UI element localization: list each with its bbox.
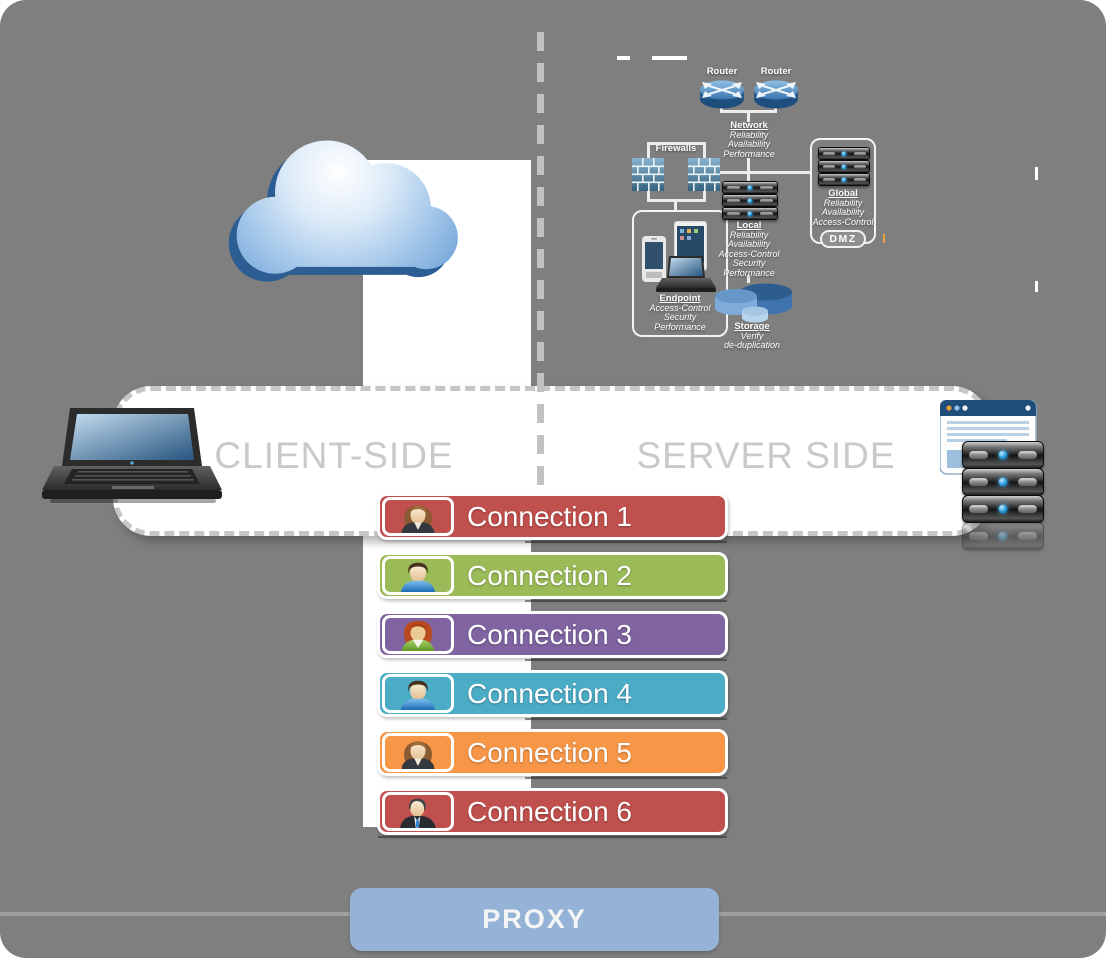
- proxy-label: PROXY: [482, 904, 587, 934]
- connection-bar[interactable]: Connection 4: [377, 670, 728, 720]
- router-icon: [700, 80, 744, 109]
- connector-line: [703, 142, 706, 159]
- proxy-button[interactable]: PROXY: [350, 888, 719, 951]
- red-haired-woman-avatar-icon: [382, 615, 454, 654]
- server-unit-icon: [818, 160, 870, 173]
- server-unit-icon: [962, 441, 1044, 469]
- smartphone-icon: [642, 236, 666, 282]
- connector-line: [719, 171, 811, 174]
- local-servers-label: Local Reliability Availability Access-Co…: [718, 220, 780, 278]
- client-server-divider-line: [537, 32, 544, 532]
- businesswoman-avatar-icon: [382, 497, 454, 536]
- router-label: Router: [706, 66, 738, 77]
- connection-label: Connection 5: [467, 736, 633, 768]
- connection-bar[interactable]: Connection 1: [377, 493, 728, 543]
- connection-label: Connection 2: [467, 559, 633, 591]
- connector-line: [647, 190, 650, 201]
- server-zone-label: SERVER SIDE: [636, 435, 896, 476]
- server-unit-reflection: [962, 522, 1044, 550]
- storage-label: Storage Verify de-duplication: [723, 321, 781, 350]
- laptop-icon: [656, 256, 716, 292]
- connection-bar[interactable]: Connection 3: [377, 611, 728, 661]
- connections-list: Connection 1 Connection 2: [377, 493, 728, 847]
- artifact-dash: [1035, 167, 1038, 180]
- artifact-dash: [1035, 281, 1038, 292]
- connector-line: [747, 158, 750, 183]
- server-led: [998, 504, 1008, 514]
- connection-bar[interactable]: Connection 6: [377, 788, 728, 838]
- server-unit-icon: [818, 147, 870, 160]
- connection-label: Connection 3: [467, 618, 633, 650]
- dmz-badge: DMZ: [820, 230, 866, 248]
- connector-line: [647, 142, 650, 159]
- firewall-icon: [688, 158, 720, 191]
- server-unit-icon: [818, 173, 870, 186]
- connection-bar[interactable]: Connection 5: [377, 729, 728, 779]
- global-servers-label: Global Reliability Availability Access-C…: [812, 188, 874, 227]
- artifact-dash: [883, 234, 885, 243]
- endpoint-label: Endpoint Access-Control Security Perform…: [649, 293, 711, 332]
- server-host-group: [936, 398, 1054, 558]
- storage-disks-icon: [715, 283, 792, 323]
- connector-line: [747, 275, 750, 283]
- laptop-icon: [42, 408, 222, 503]
- server-led: [998, 450, 1008, 460]
- connection-label: Connection 1: [467, 500, 633, 532]
- artifact-dash: [617, 56, 630, 60]
- connector-line: [703, 190, 706, 201]
- client-zone-label: CLIENT-SIDE: [214, 435, 454, 476]
- server-unit-icon: [722, 181, 778, 194]
- router-label: Router: [760, 66, 792, 77]
- endpoint-box: Endpoint Access-Control Security Perform…: [632, 210, 728, 337]
- artifact-dash: [652, 56, 687, 60]
- young-man-avatar-icon: [382, 674, 454, 713]
- businesswoman-avatar-icon: [382, 733, 454, 772]
- cloud-icon: [228, 140, 458, 282]
- connection-label: Connection 6: [467, 795, 633, 827]
- connector-line: [674, 199, 677, 211]
- server-unit-icon: [722, 194, 778, 207]
- connector-line: [747, 110, 750, 122]
- businessman-avatar-icon: [382, 792, 454, 831]
- router-icon: [754, 80, 798, 109]
- firewall-icon: [632, 158, 664, 191]
- firewalls-label: Firewalls: [655, 143, 697, 154]
- connection-label: Connection 4: [467, 677, 633, 709]
- network-node-label: Network Reliability Availability Perform…: [723, 120, 775, 159]
- young-man-avatar-icon: [382, 556, 454, 595]
- server-led: [998, 477, 1008, 487]
- server-unit-icon: [962, 495, 1044, 523]
- connector-line: [647, 142, 706, 145]
- server-unit-icon: [962, 468, 1044, 496]
- connection-bar[interactable]: Connection 2: [377, 552, 728, 602]
- server-unit-icon: [722, 207, 778, 220]
